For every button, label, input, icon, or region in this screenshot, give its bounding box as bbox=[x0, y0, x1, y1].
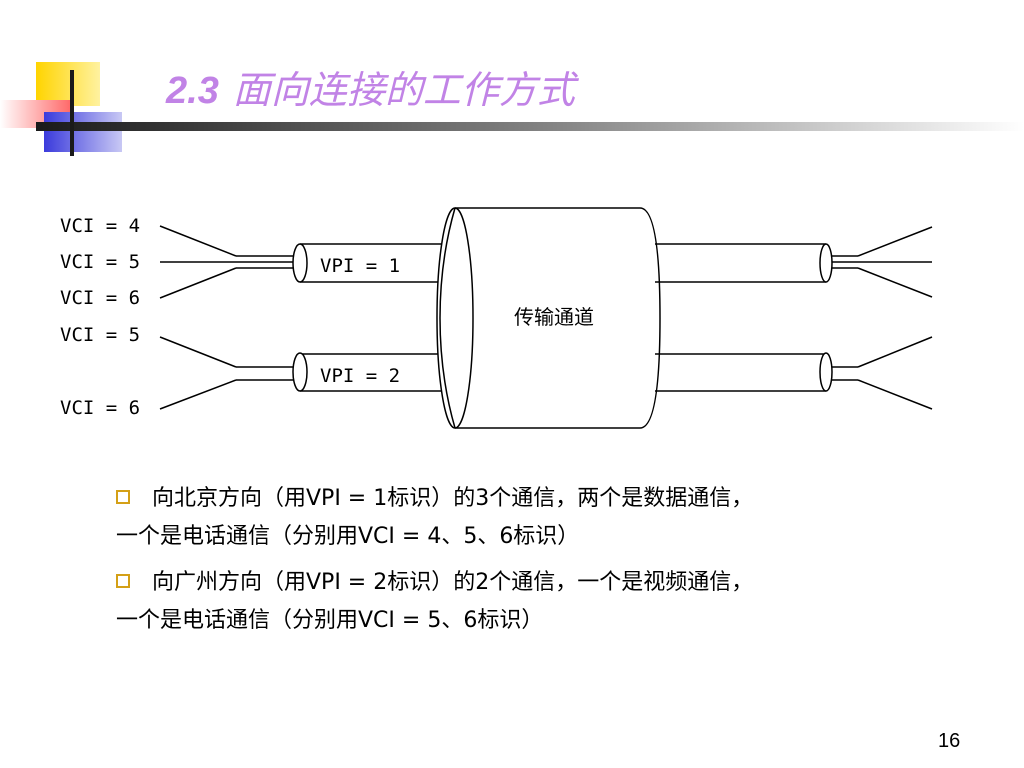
bullet-text-line2: 一个是电话通信（分别用VCI = 4、5、6标识） bbox=[116, 524, 580, 549]
bullet-item: 向北京方向（用VPI = 1标识）的3个通信，两个是数据通信， 一个是电话通信（… bbox=[116, 480, 946, 556]
bullet-marker-icon bbox=[116, 574, 130, 588]
page-title: 2.3 面向连接的工作方式 bbox=[166, 60, 575, 120]
vci-label-5: VCI = 6 bbox=[60, 397, 140, 419]
bullet-item: 向广州方向（用VPI = 2标识）的2个通信，一个是视频通信， 一个是电话通信（… bbox=[116, 564, 946, 640]
header-line bbox=[36, 122, 1024, 131]
header-decoration bbox=[0, 62, 1024, 156]
blue-block bbox=[44, 112, 122, 152]
title-text: 面向连接的工作方式 bbox=[232, 68, 575, 112]
bullet-list: 向北京方向（用VPI = 1标识）的3个通信，两个是数据通信， 一个是电话通信（… bbox=[116, 480, 946, 648]
vpi-label-1: VPI = 1 bbox=[320, 255, 400, 277]
title-number: 2.3 bbox=[166, 70, 219, 112]
channel-label: 传输通道 bbox=[514, 305, 594, 329]
vpi-vci-diagram: VCI = 4 VCI = 5 VCI = 6 VCI = 5 VCI = 6 … bbox=[60, 207, 933, 429]
vci-label-2: VCI = 5 bbox=[60, 251, 140, 273]
bullet-text-line1: 向广州方向（用VPI = 2标识）的2个通信，一个是视频通信， bbox=[152, 570, 754, 595]
bullet-text-line1: 向北京方向（用VPI = 1标识）的3个通信，两个是数据通信， bbox=[152, 486, 754, 511]
vci-label-3: VCI = 6 bbox=[60, 287, 140, 309]
vci-label-4: VCI = 5 bbox=[60, 324, 140, 346]
vci-label-1: VCI = 4 bbox=[60, 215, 140, 237]
vpi-label-2: VPI = 2 bbox=[320, 365, 400, 387]
bullet-text-line2: 一个是电话通信（分别用VCI = 5、6标识） bbox=[116, 608, 544, 633]
bullet-marker-icon bbox=[116, 490, 130, 504]
yellow-block bbox=[36, 62, 100, 106]
vertical-bar bbox=[70, 70, 74, 156]
page-number: 16 bbox=[938, 730, 961, 752]
